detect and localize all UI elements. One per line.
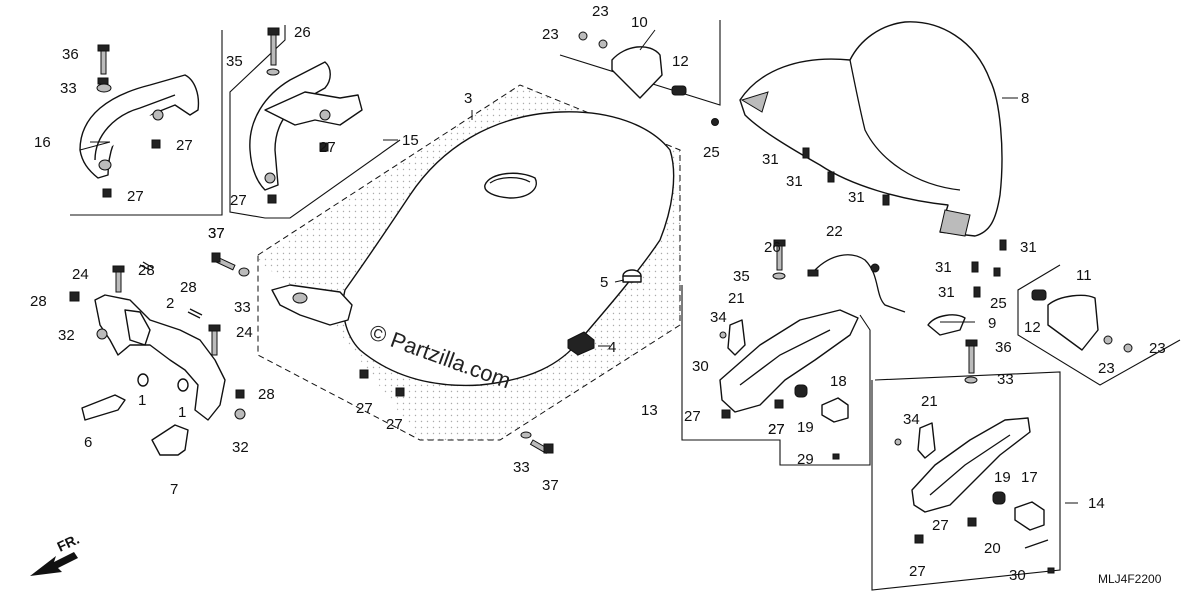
grab-rail-right: [249, 27, 363, 204]
callout: 16: [34, 134, 51, 151]
callout: 36: [995, 339, 1012, 356]
callout: 27: [684, 408, 701, 425]
callout: 12: [672, 53, 689, 70]
callout: 27: [768, 421, 785, 438]
cover-11: [1031, 289, 1133, 353]
callout: 22: [826, 223, 843, 240]
callout: 25: [703, 144, 720, 161]
callout: 29: [797, 451, 814, 468]
front-label: FR.: [55, 531, 82, 555]
callout: 19: [797, 419, 814, 436]
seat-lock-bracket: [69, 261, 246, 456]
callout: 23: [542, 26, 559, 43]
callout: 18: [830, 373, 847, 390]
callout: 27: [230, 192, 247, 209]
diagram-code: MLJ4F2200: [1098, 572, 1162, 586]
small-parts: [211, 252, 642, 455]
leader-lines: [79, 29, 1078, 504]
callout: 19: [994, 469, 1011, 486]
callout: 34: [903, 411, 920, 428]
callout: 9: [988, 315, 996, 332]
callout: 34: [710, 309, 727, 326]
callout: 13: [641, 402, 658, 419]
callout: 27: [176, 137, 193, 154]
callout: 31: [848, 189, 865, 206]
callout: 36: [62, 46, 79, 63]
callout: 30: [692, 358, 709, 375]
callout: 27: [127, 188, 144, 205]
callout: 4: [608, 339, 616, 356]
callout: 30: [1009, 567, 1026, 584]
callout-labels: 1 1 2 3 4 5 6 7 8 9 10 11 12 12 13 14 15…: [30, 3, 1166, 584]
callout: 1: [138, 392, 146, 409]
callout: 33: [60, 80, 77, 97]
callout: 27: [386, 416, 403, 433]
cover-10: [578, 31, 687, 99]
group-frames: [70, 20, 1181, 591]
callout: 28: [180, 279, 197, 296]
callout: 25: [990, 295, 1007, 312]
callout: 26: [764, 239, 781, 256]
callout: 37: [208, 225, 225, 242]
callout: 33: [234, 299, 251, 316]
rear-cover: [711, 21, 1003, 237]
callout: 35: [733, 268, 750, 285]
callout: 31: [762, 151, 779, 168]
callout: 11: [1076, 267, 1092, 284]
callout: 10: [631, 14, 648, 31]
callout: 27: [909, 563, 926, 580]
callout: 28: [30, 293, 47, 310]
callout: 32: [232, 439, 249, 456]
callout: 28: [138, 262, 155, 279]
callout: 3: [464, 90, 472, 107]
callout: 8: [1021, 90, 1029, 107]
callout: 27: [319, 139, 336, 156]
side-assembly-14: [894, 339, 1055, 574]
callout: 17: [1021, 469, 1038, 486]
callout: 27: [932, 517, 949, 534]
callout: 23: [1149, 340, 1166, 357]
callout: 12: [1024, 319, 1041, 336]
side-assembly-13: [719, 239, 966, 460]
callout: 23: [1098, 360, 1115, 377]
callout: 31: [935, 259, 952, 276]
callout: 33: [997, 371, 1014, 388]
callout: 32: [58, 327, 75, 344]
callout: 37: [542, 477, 559, 494]
callout: 15: [402, 132, 419, 149]
callout: 35: [226, 53, 243, 70]
callout: 1: [178, 404, 186, 421]
callout: 14: [1088, 495, 1105, 512]
callout: 7: [170, 481, 178, 498]
callout: 2: [166, 295, 174, 312]
callout: 5: [600, 274, 608, 291]
bolts-31: [802, 147, 1007, 298]
callout: 23: [592, 3, 609, 20]
callout: 27: [768, 421, 785, 438]
callout: 37: [208, 225, 225, 242]
callout: 31: [938, 284, 955, 301]
callout: 21: [921, 393, 938, 410]
callout: 31: [786, 173, 803, 190]
callout: 24: [72, 266, 89, 283]
callout: 24: [236, 324, 253, 341]
callout: 20: [984, 540, 1001, 557]
grab-rail-left: [79, 44, 200, 198]
callout: 6: [84, 434, 92, 451]
callout: 27: [356, 400, 373, 417]
callout: 21: [728, 290, 745, 307]
callout: 31: [1020, 239, 1037, 256]
callout: 28: [258, 386, 275, 403]
callout: 26: [294, 24, 311, 41]
callout: 33: [513, 459, 530, 476]
front-arrow: FR.: [30, 531, 82, 576]
